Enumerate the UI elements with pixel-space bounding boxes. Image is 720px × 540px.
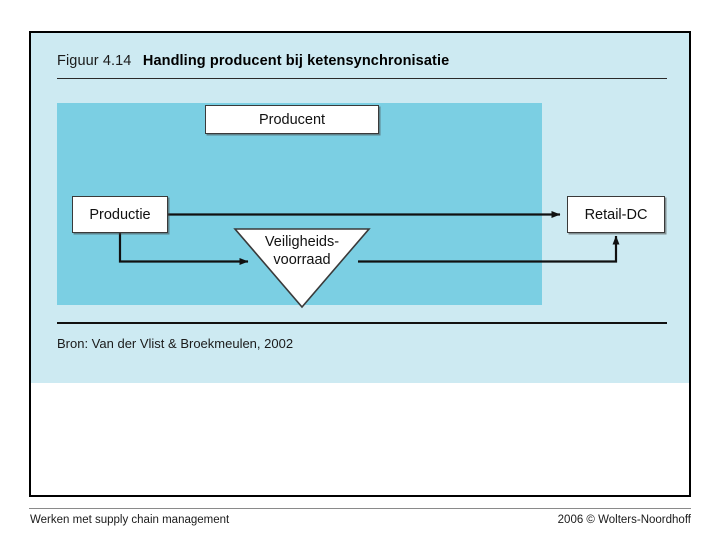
connector-layer	[118, 211, 620, 309]
connector-voorraad-to-retaildc	[358, 235, 620, 263]
voorraad-triangle-shape	[233, 228, 371, 309]
source-divider	[57, 322, 667, 324]
voorraad-label-line1: Veiligheids-	[264, 234, 340, 250]
footer-copyright: 2006 © Wolters-Noordhoff	[557, 514, 691, 526]
figure-title: Handling producent bij ketensynchronisat…	[142, 53, 450, 69]
node-retail-dc[interactable]: Retail-DC	[567, 196, 665, 233]
footer-divider	[29, 508, 691, 509]
figure-caption: Figuur 4.14 Handling producent bij keten…	[57, 52, 657, 76]
node-producent[interactable]: Producent	[205, 105, 379, 134]
node-veiligheidsvoorraad[interactable]: Veiligheids- voorraad	[235, 229, 369, 307]
figure-number: Figuur 4.14	[57, 53, 132, 69]
diagram-canvas: Veiligheids- voorraad Producent Producti…	[31, 33, 689, 383]
voorraad-label-line2: voorraad	[273, 252, 331, 268]
node-veiligheidsvoorraad-label: Veiligheids- voorraad	[235, 233, 369, 269]
footer-book-title: Werken met supply chain management	[30, 514, 230, 526]
source-citation: Bron: Van der Vlist & Broekmeulen, 2002	[57, 336, 294, 351]
node-productie[interactable]: Productie	[72, 196, 168, 233]
slide-frame: Figuur 4.14 Handling producent bij keten…	[29, 31, 691, 497]
figure-panel: Figuur 4.14 Handling producent bij keten…	[31, 33, 689, 383]
caption-divider	[57, 78, 667, 79]
connector-productie-to-voorraad	[118, 233, 249, 265]
